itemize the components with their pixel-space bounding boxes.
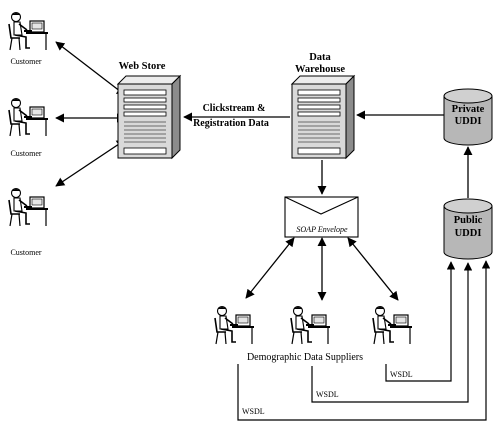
- wsdl-label: WSDL: [316, 390, 339, 399]
- private-uddi-database: Private UDDI: [443, 88, 493, 146]
- person-at-computer-icon: [8, 187, 49, 227]
- server-icon: [117, 75, 181, 159]
- public-uddi-label: Public: [454, 215, 483, 226]
- clickstream-label: Clickstream &: [203, 103, 266, 114]
- web-store-title: Web Store: [119, 61, 166, 72]
- database-cylinder-icon: [443, 198, 493, 260]
- soap-envelope-label: SOAP Envelope: [296, 225, 348, 234]
- private-uddi-label: UDDI: [455, 116, 482, 127]
- customer-webstore-arrow: [55, 41, 126, 96]
- customer-label: Customer: [10, 149, 41, 158]
- person-at-computer-icon: [372, 305, 413, 345]
- wsdl-connector: [385, 261, 456, 382]
- wsdl-label: WSDL: [390, 370, 413, 379]
- public-uddi-label: UDDI: [455, 228, 482, 239]
- soap-envelope: SOAP Envelope: [284, 196, 359, 238]
- customer-label: Customer: [10, 57, 41, 66]
- customer-webstore-arrow: [55, 139, 126, 187]
- customer-label: Customer: [10, 248, 41, 257]
- private-uddi-label: Private: [452, 104, 485, 115]
- web-store: Web Store: [117, 61, 181, 159]
- wsdl-connector: [311, 262, 473, 403]
- envelope-icon: [284, 196, 359, 238]
- data-warehouse-title: Warehouse: [295, 64, 345, 75]
- customer-2: Customer: [8, 97, 49, 158]
- person-at-computer-icon: [214, 305, 255, 345]
- clickstream-label: Registration Data: [193, 118, 269, 129]
- customer-3: Customer: [8, 187, 49, 257]
- person-at-computer-icon: [8, 11, 49, 51]
- suppliers-label: Demographic Data Suppliers: [247, 352, 363, 363]
- server-icon: [291, 75, 355, 159]
- wsdl-label: WSDL: [242, 407, 265, 416]
- wsdl-connector: [237, 260, 491, 421]
- data-warehouse-title: Data: [309, 52, 331, 63]
- soap-supplier-arrow: [245, 237, 295, 299]
- database-cylinder-icon: [443, 88, 493, 146]
- data-warehouse: Data Warehouse: [291, 52, 355, 159]
- public-uddi-database: Public UDDI: [443, 198, 493, 260]
- customer-1: Customer: [8, 11, 49, 66]
- soap-supplier-arrow: [347, 237, 399, 301]
- person-at-computer-icon: [8, 97, 49, 137]
- person-at-computer-icon: [290, 305, 331, 345]
- demographic-data-suppliers: Demographic Data Suppliers: [214, 305, 413, 363]
